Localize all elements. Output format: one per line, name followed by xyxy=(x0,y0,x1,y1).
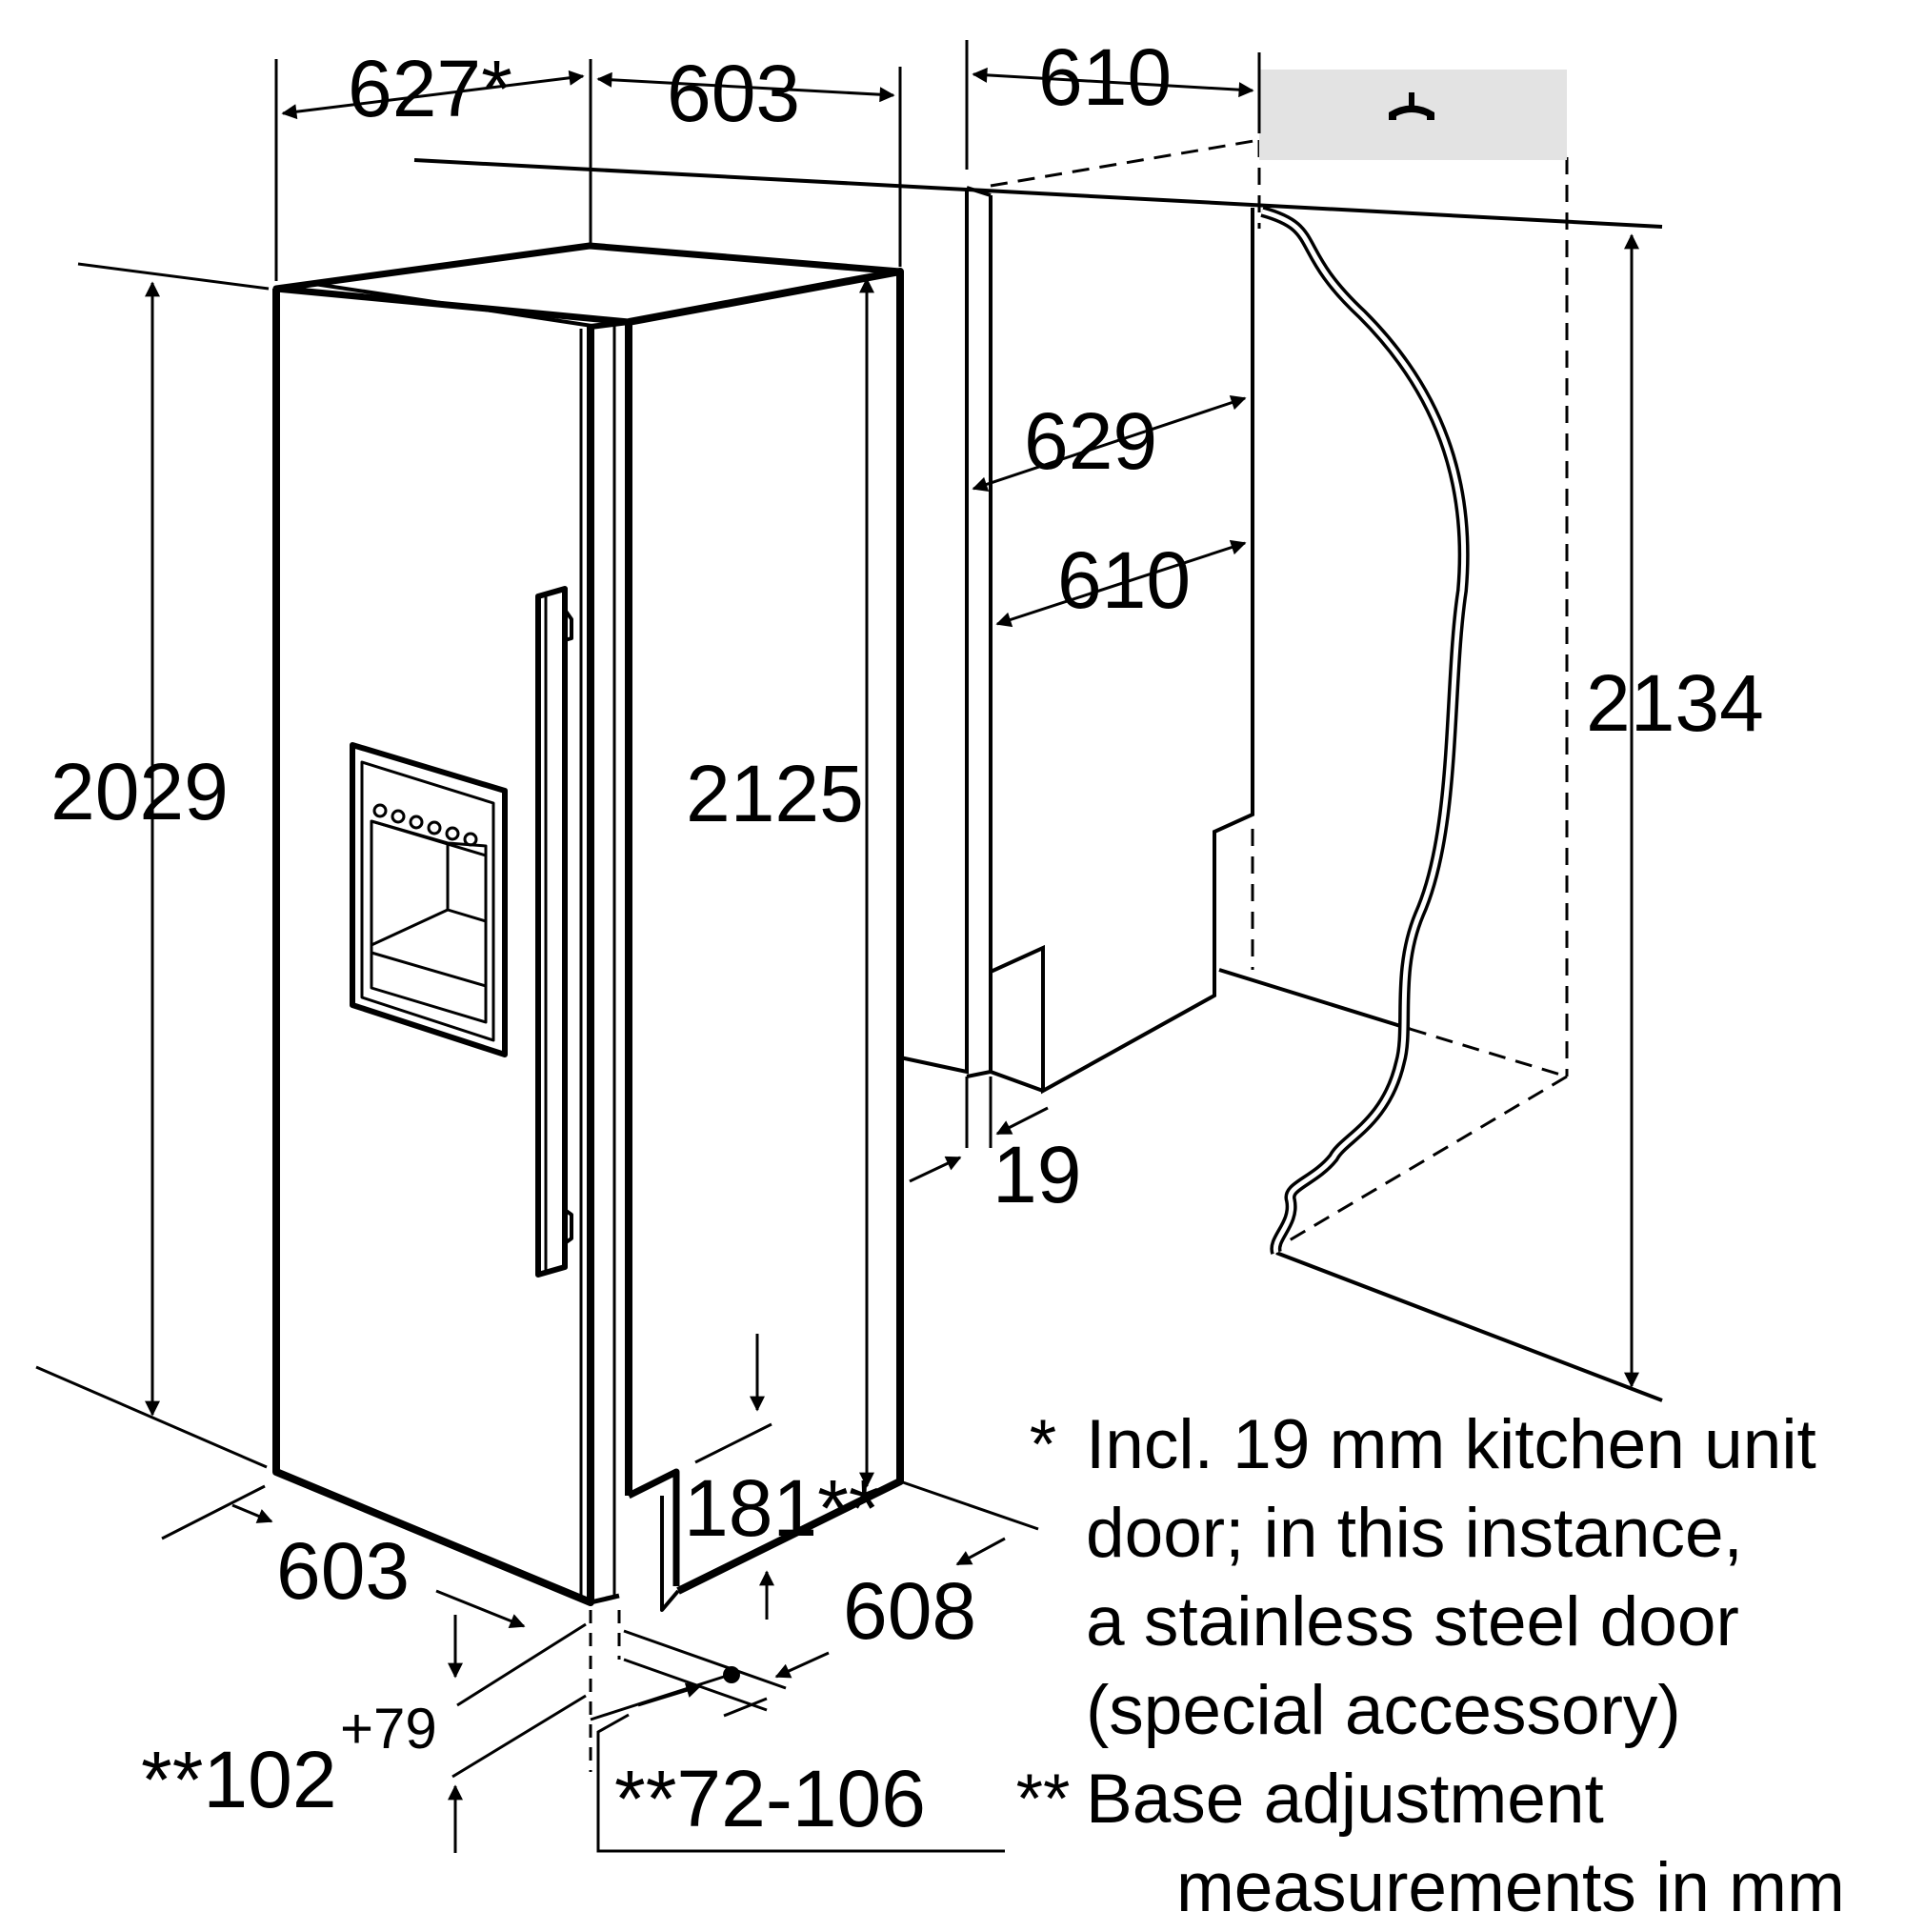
power-socket-icon xyxy=(1389,92,1434,120)
fridge-left-door xyxy=(272,289,594,1606)
note-2: ** Base adjustment xyxy=(1000,1755,1895,1843)
dispenser-button xyxy=(372,803,388,818)
dim-niche-depth-inner: 610 xyxy=(1057,535,1191,625)
note-2-line: Base adjustment xyxy=(1086,1761,1604,1838)
water-dispenser xyxy=(350,742,508,1057)
socket-area xyxy=(1259,70,1567,160)
legend-notes: * Incl. 19 mm kitchen unit door; in this… xyxy=(1000,1400,1895,1932)
base-adjust-point xyxy=(723,1666,740,1683)
dim-base-offset-sup: +79 xyxy=(340,1697,437,1761)
note-1: * Incl. 19 mm kitchen unit xyxy=(1000,1400,1895,1489)
dim-niche-height: 2134 xyxy=(1586,658,1764,748)
water-hose xyxy=(1260,206,1470,1255)
dispenser-button xyxy=(409,815,424,830)
dimension-lines xyxy=(35,40,1639,1853)
niche-outline xyxy=(990,138,1569,1250)
side-panel xyxy=(899,188,969,1075)
dispenser-button xyxy=(463,832,478,847)
dim-base-range: **72-106 xyxy=(614,1754,926,1843)
dim-top-mid-width: 603 xyxy=(667,49,800,138)
dim-bottom-width: 603 xyxy=(276,1526,410,1616)
note-1-line-4: (special accessory) xyxy=(1086,1672,1681,1749)
fridge-right-side xyxy=(628,268,904,1595)
note-1-line-1: Incl. 19 mm kitchen unit xyxy=(1086,1406,1816,1483)
note-2-mark: ** xyxy=(1015,1761,1071,1838)
note-1-mark: * xyxy=(1029,1406,1057,1483)
dispenser-buttons xyxy=(372,803,478,847)
dispenser-button xyxy=(445,826,460,841)
dispenser-button xyxy=(391,809,406,824)
refrigerator xyxy=(272,242,904,1612)
dim-base-offset: **102 xyxy=(141,1735,337,1824)
note-1-line-2: door; in this instance, xyxy=(1086,1495,1743,1572)
dim-niche-depth-outer: 629 xyxy=(1024,396,1157,486)
dim-base-height: 181** xyxy=(684,1463,880,1553)
note-1-cont: (special accessory) xyxy=(1000,1666,1895,1755)
dispenser-button xyxy=(427,820,442,835)
units-line: measurements in mm xyxy=(1176,1849,1845,1926)
dim-top-left-width: 627* xyxy=(348,44,512,133)
dim-top-niche-width: 610 xyxy=(1038,32,1172,122)
dim-door-panel-thickness: 19 xyxy=(993,1130,1081,1219)
note-1-line-3: a stainless steel door xyxy=(1086,1583,1739,1660)
dimension-labels: 627* 603 610 2029 2125 2134 629 610 19 6… xyxy=(50,32,1764,1843)
dim-left-height: 2029 xyxy=(50,747,229,836)
dim-bottom-depth: 608 xyxy=(843,1566,976,1656)
units-note: measurements in mm xyxy=(1000,1843,1895,1932)
dim-door-height: 2125 xyxy=(686,749,864,838)
note-1-cont: a stainless steel door xyxy=(1000,1578,1895,1666)
cabinet-wall xyxy=(990,208,1254,1095)
door-handle xyxy=(535,586,573,1278)
fridge-top-face xyxy=(272,242,904,326)
note-1-cont: door; in this instance, xyxy=(1000,1489,1895,1578)
